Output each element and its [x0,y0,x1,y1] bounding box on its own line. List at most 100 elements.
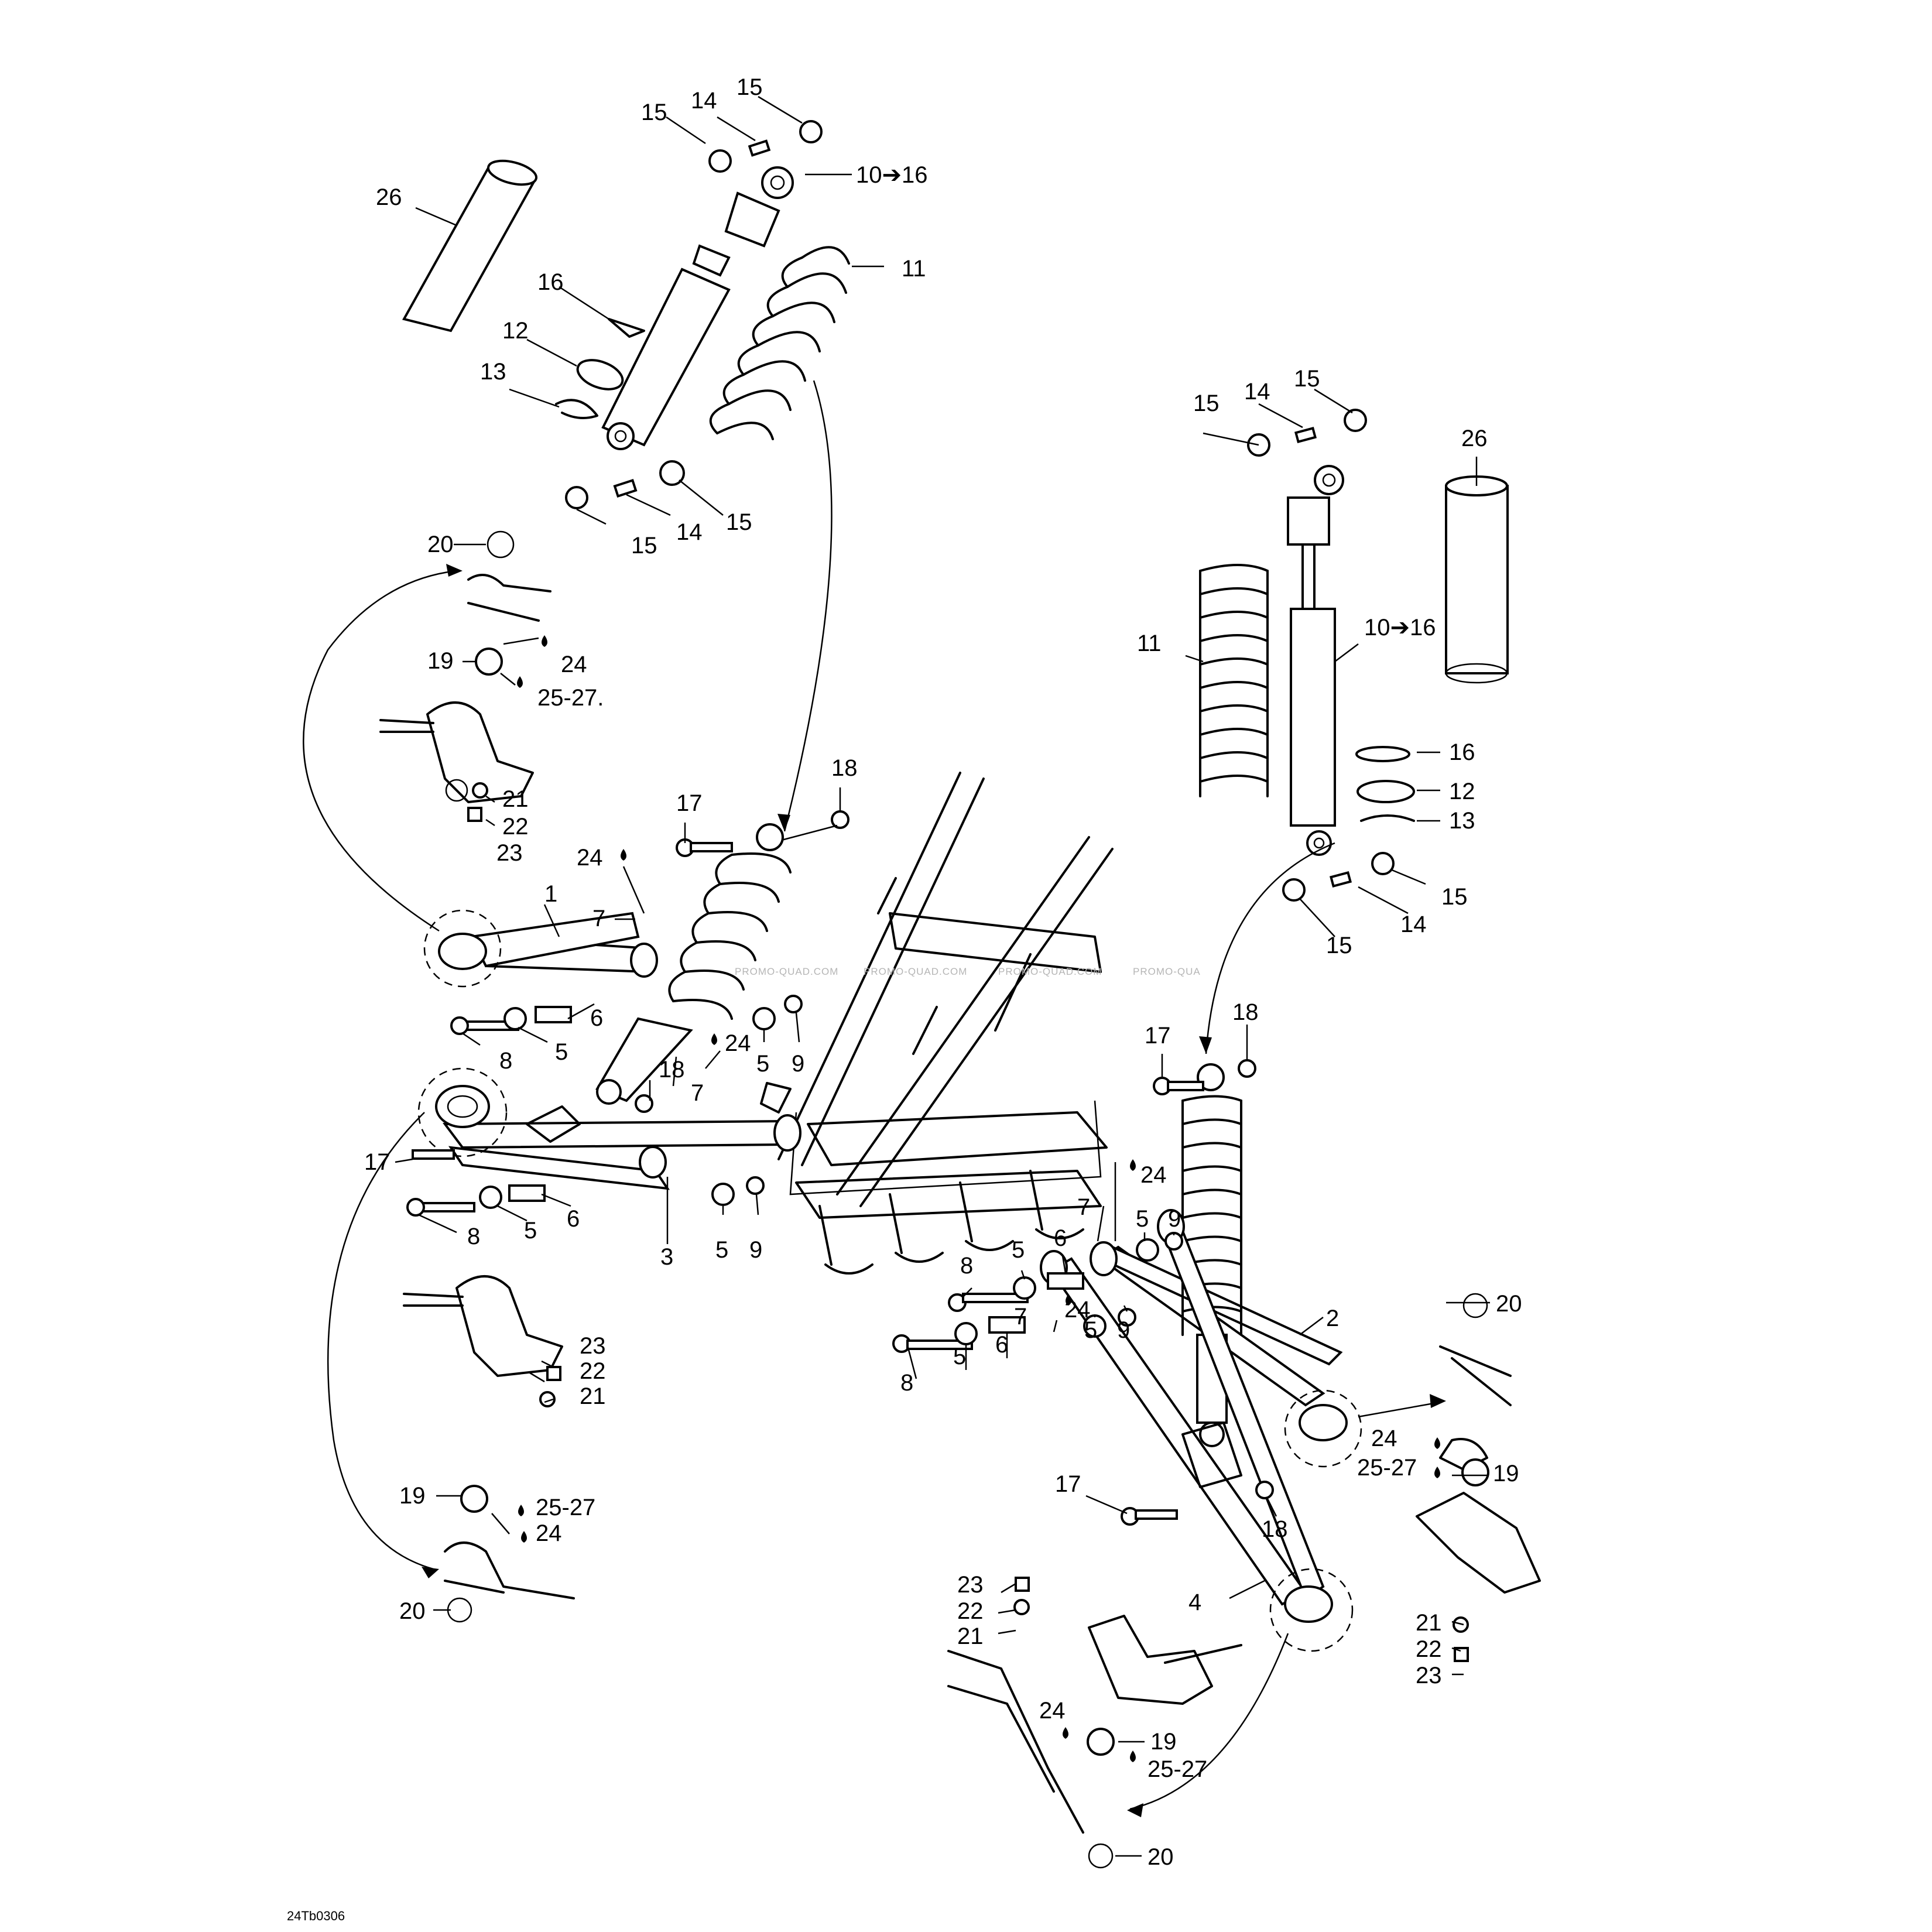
callout-18: 18 [1232,999,1259,1025]
shock-sleeve [1445,475,1509,684]
callout-25-27: 25-27 [536,1495,595,1520]
callout-6: 6 [590,1005,603,1031]
callout-25-27-dot: 25-27. [537,685,604,711]
grease-drop-icon [517,676,523,688]
lubricant-drops [517,635,1440,1762]
bushing [565,486,588,509]
washer [1013,1599,1030,1615]
bushing [799,120,823,143]
callout-7: 7 [1077,1194,1090,1220]
callout-15: 15 [737,74,763,100]
callout-6: 6 [567,1206,580,1232]
grease-drop-icon [1434,1437,1440,1449]
lower-a-arm-left [417,1067,801,1190]
bushing [1282,878,1306,902]
callout-15: 15 [631,533,657,559]
grease-drop-icon [1130,1159,1136,1171]
callout-8: 8 [467,1224,480,1249]
leader-lines [395,95,1490,1857]
callout-21: 21 [957,1623,984,1649]
callout-1: 1 [544,881,557,907]
callout-23: 23 [496,840,523,866]
grease-drop-icon [542,635,547,647]
knuckle-upper-left [379,530,551,822]
watermark-text: PROMO-QUAD.COM [735,966,838,977]
callout-2: 2 [1326,1306,1339,1331]
callout-24: 24 [561,652,587,677]
callout-5: 5 [756,1051,769,1077]
upper-a-arm-left [423,909,658,988]
ball-joint [1087,1728,1115,1756]
callout-24: 24 [725,1030,751,1056]
callout-13: 13 [480,359,506,385]
retaining-clip [1360,814,1415,822]
grease-drop-icon [711,1033,717,1045]
watermarks: PROMO-QUAD.COM PROMO-QUAD.COM PROMO-QUAD… [735,966,1201,977]
callout-5: 5 [953,1344,966,1369]
callout-20: 20 [1147,1844,1174,1870]
watermark-text: PROMO-QUA [1133,966,1201,977]
callout-14: 14 [676,519,703,545]
nut [1015,1577,1030,1592]
callout-20: 20 [399,1598,426,1624]
callout-12: 12 [502,318,529,344]
callout-5: 5 [1136,1206,1149,1232]
callout-10-16: 10➔16 [856,162,928,188]
grease-drop-icon [518,1505,524,1516]
shock-absorber [1287,465,1344,856]
nut [546,1366,561,1381]
callout-24: 24 [1039,1698,1066,1724]
grease-drop-icon [521,1531,527,1543]
snap-ring [487,530,515,559]
sleeve [1294,426,1317,444]
spring-stopper [1355,746,1410,762]
front-shock-left [595,823,792,1105]
callout-24: 24 [1064,1297,1091,1323]
washer [539,1391,556,1407]
callout-15: 15 [641,100,667,125]
callout-21: 21 [580,1383,606,1409]
callout-22: 22 [957,1598,984,1624]
callout-9: 9 [1168,1206,1181,1232]
grease-drop-icon [1063,1727,1068,1739]
callout-26: 26 [1461,426,1488,451]
ball-joint [460,1485,488,1513]
callout-25-27: 25-27 [1147,1756,1207,1782]
retaining-clip [555,399,598,419]
callout-6: 6 [1054,1225,1067,1251]
callout-5: 5 [524,1218,537,1244]
callout-17: 17 [1055,1471,1081,1497]
knuckle-lower-right [947,1577,1242,1869]
callout-15: 15 [1193,390,1220,416]
callout-18: 18 [1262,1516,1288,1542]
callout-7: 7 [691,1080,704,1106]
sleeve [613,478,638,498]
callout-12: 12 [1449,779,1475,804]
callout-15: 15 [1326,933,1352,958]
callout-5: 5 [555,1039,568,1065]
shock-sleeve [402,159,538,333]
ball-joint [475,648,503,676]
callout-19: 19 [1493,1461,1519,1486]
bushing [708,149,732,173]
callout-5: 5 [1012,1237,1025,1263]
callout-22: 22 [502,814,529,840]
callout-21: 21 [502,786,529,812]
callout-14: 14 [1244,379,1270,405]
callout-15: 15 [726,509,752,535]
callout-21: 21 [1416,1610,1442,1636]
callout-14: 14 [691,88,717,114]
callout-26: 26 [376,184,402,210]
callout-22: 22 [1416,1636,1442,1662]
diagram-code: 24Tb0306 [287,1909,345,1923]
grease-drop-icon [1434,1467,1440,1478]
callout-8: 8 [960,1253,973,1279]
callout-18: 18 [831,755,858,781]
callout-24: 24 [577,845,603,871]
callout-13: 13 [1449,808,1475,834]
shock-absorber [601,166,794,450]
callout-14: 14 [1400,912,1427,937]
callout-17: 17 [676,790,703,816]
callout-5: 5 [715,1237,728,1263]
